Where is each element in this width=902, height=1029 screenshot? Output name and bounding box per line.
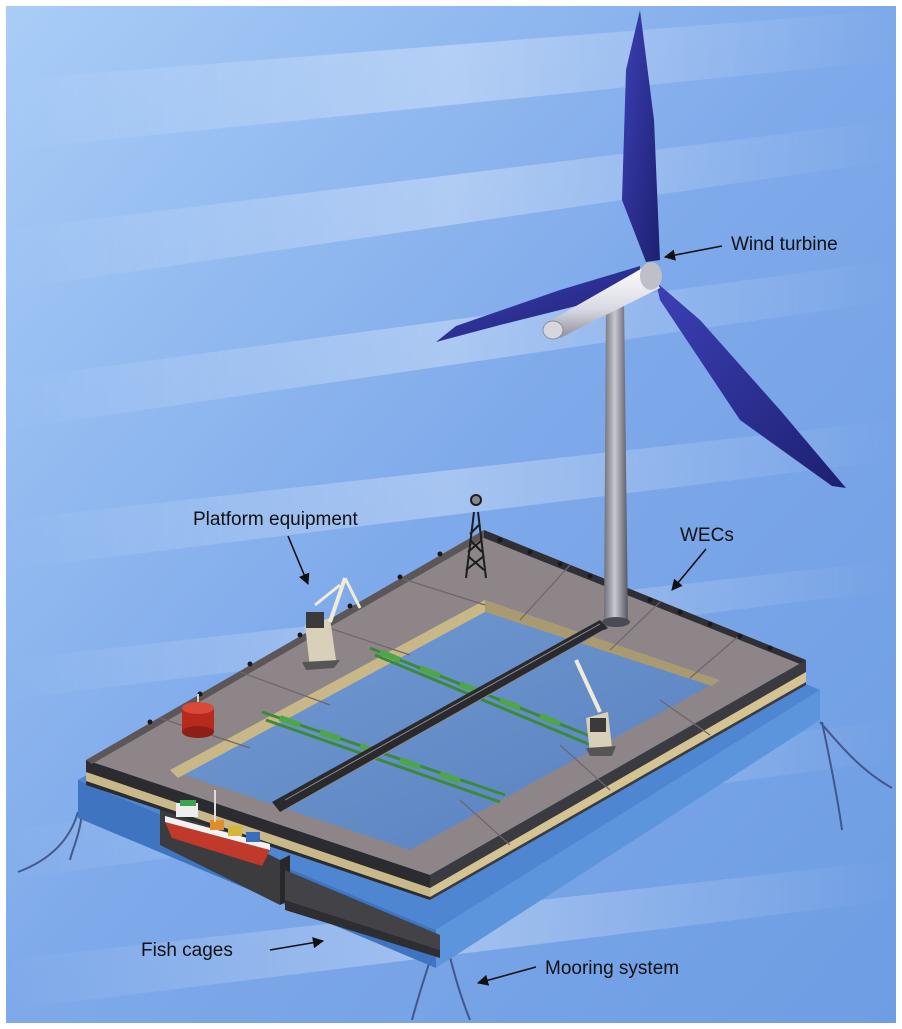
label-fish-cages: Fish cages	[141, 940, 233, 961]
turbine-nacelle	[548, 266, 660, 338]
annotation-arrows	[269, 245, 723, 986]
lattice-mast	[465, 494, 487, 579]
supply-ship	[165, 790, 270, 866]
arrow-wind-turbine	[663, 245, 723, 261]
catwalk-bridge	[272, 620, 608, 812]
wec-units	[147, 537, 773, 725]
platform-cranes	[302, 577, 616, 756]
label-wind-turbine: Wind turbine	[731, 234, 838, 255]
red-tank	[182, 694, 214, 738]
wind-turbine	[436, 10, 846, 627]
label-platform-equipment: Platform equipment	[193, 509, 358, 530]
arrow-mooring-system	[476, 966, 537, 986]
turbine-blade-right	[656, 282, 846, 488]
green-trusses	[261, 646, 601, 804]
arrow-wecs	[671, 548, 707, 591]
turbine-blade-upper	[622, 10, 660, 262]
arrow-platform-equipment	[287, 535, 310, 586]
label-wecs: WECs	[680, 525, 734, 546]
turbine-blade-left	[436, 266, 640, 342]
arrow-fish-cages	[269, 937, 325, 951]
label-mooring-system: Mooring system	[545, 958, 680, 979]
